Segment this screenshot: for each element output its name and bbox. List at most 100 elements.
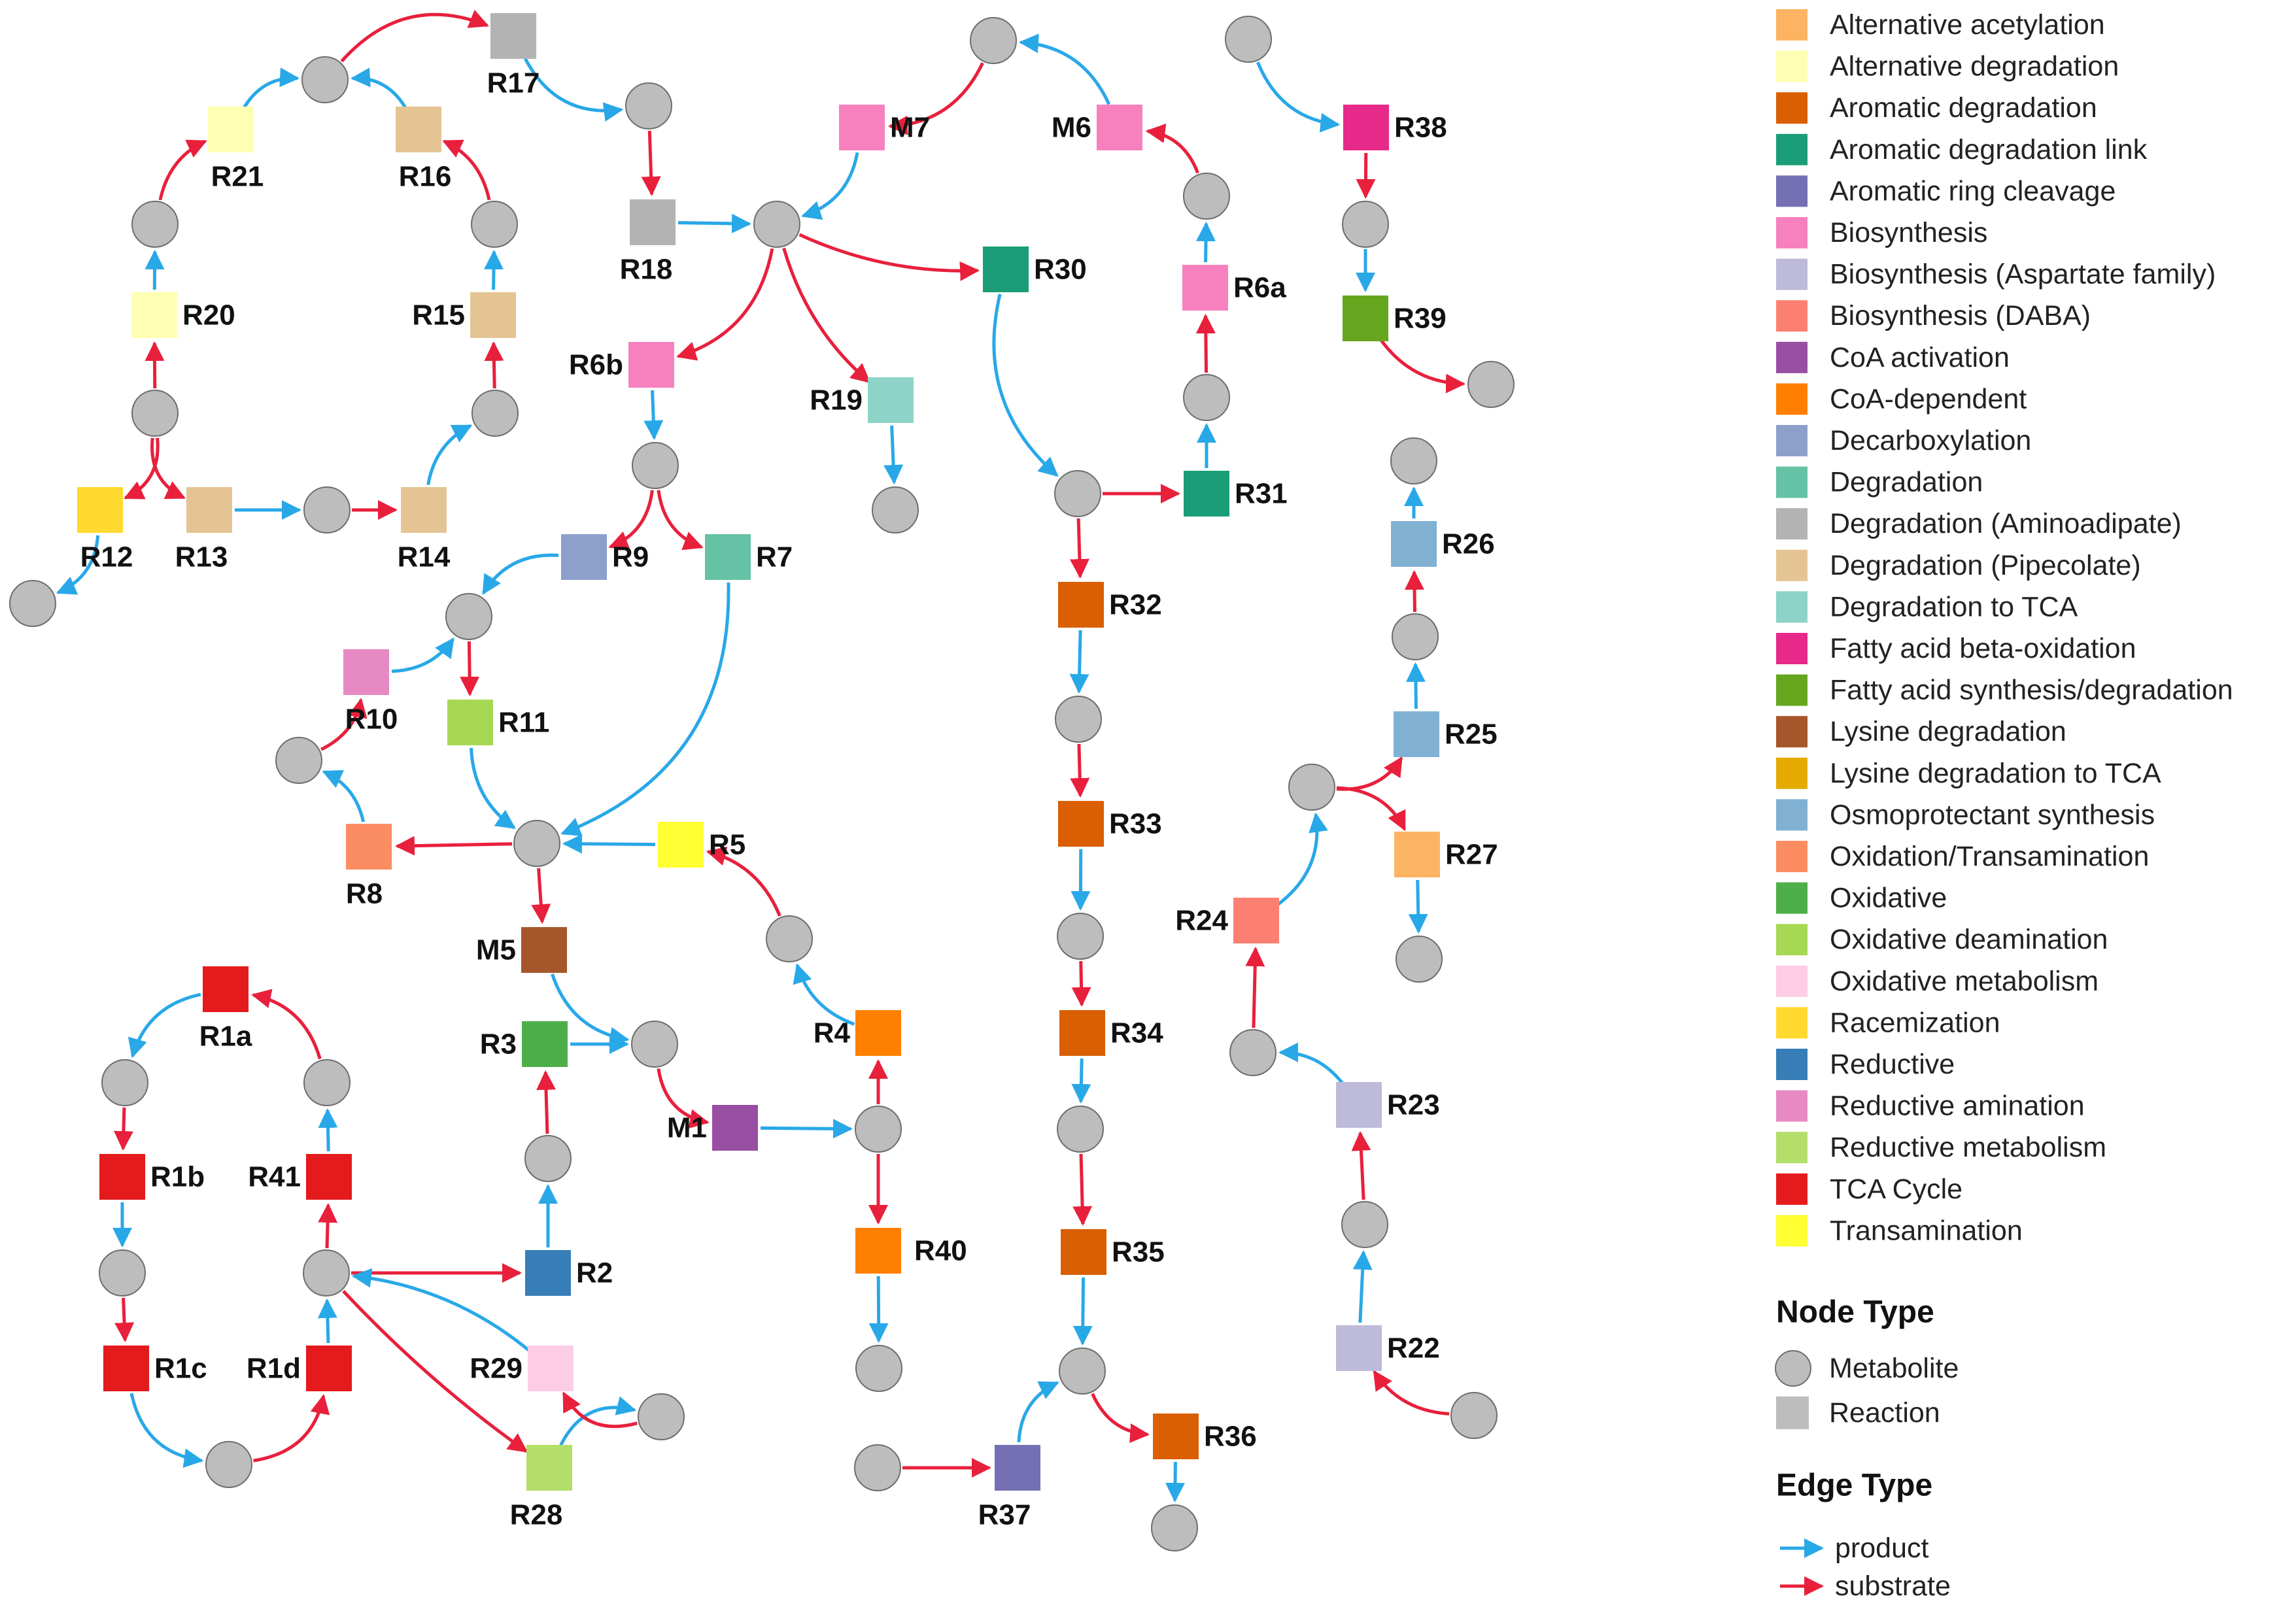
reaction-node-M5[interactable]: M5 <box>476 927 567 973</box>
reaction-node-R28[interactable]: R28 <box>510 1445 572 1531</box>
reaction-square[interactable] <box>1061 1229 1106 1275</box>
reaction-square[interactable] <box>186 487 232 533</box>
metabolite-node-m29[interactable] <box>205 1441 252 1488</box>
reaction-square[interactable] <box>1153 1414 1199 1459</box>
metabolite-node-m32[interactable] <box>1057 1106 1104 1153</box>
reaction-node-M6[interactable]: M6 <box>1052 105 1142 150</box>
reaction-node-R8[interactable]: R8 <box>346 824 392 910</box>
reaction-node-R11[interactable]: R11 <box>447 700 549 745</box>
reaction-node-R36[interactable]: R36 <box>1153 1414 1257 1459</box>
metabolite-node-m40[interactable] <box>1392 613 1439 660</box>
reaction-node-R4[interactable]: R4 <box>814 1010 901 1056</box>
reaction-node-R20[interactable]: R20 <box>131 292 235 338</box>
reaction-square[interactable] <box>628 342 674 388</box>
reaction-node-R29[interactable]: R29 <box>470 1346 574 1391</box>
reaction-square[interactable] <box>1394 832 1440 877</box>
reaction-node-R40[interactable]: R40 <box>855 1228 967 1274</box>
metabolite-node-m16[interactable] <box>445 593 492 640</box>
reaction-square[interactable] <box>1343 105 1389 150</box>
reaction-square[interactable] <box>1391 521 1437 567</box>
metabolite-node-m45[interactable] <box>1450 1392 1498 1439</box>
reaction-node-R5[interactable]: R5 <box>658 822 745 868</box>
reaction-square[interactable] <box>1394 711 1439 757</box>
reaction-square[interactable] <box>131 292 177 338</box>
reaction-square[interactable] <box>521 927 567 973</box>
reaction-node-R26[interactable]: R26 <box>1391 521 1495 567</box>
reaction-square[interactable] <box>868 377 914 423</box>
reaction-square[interactable] <box>103 1346 149 1391</box>
reaction-node-R37[interactable]: R37 <box>978 1445 1040 1531</box>
metabolite-node-m17[interactable] <box>513 820 560 867</box>
metabolite-node-m44[interactable] <box>1341 1201 1388 1248</box>
reaction-square[interactable] <box>203 966 248 1012</box>
reaction-node-R24[interactable]: R24 <box>1175 898 1279 943</box>
metabolite-node-m36[interactable] <box>1225 16 1272 63</box>
reaction-square[interactable] <box>396 107 441 152</box>
metabolite-node-m21[interactable] <box>855 1106 902 1153</box>
reaction-square[interactable] <box>526 1445 572 1491</box>
reaction-square[interactable] <box>855 1228 901 1274</box>
metabolite-node-m8[interactable] <box>303 486 351 534</box>
reaction-node-R27[interactable]: R27 <box>1394 832 1498 877</box>
metabolite-node-m19[interactable] <box>766 915 813 962</box>
reaction-square[interactable] <box>77 487 123 533</box>
metabolite-node-m23[interactable] <box>524 1135 572 1182</box>
metabolite-node-m12[interactable] <box>1183 374 1230 421</box>
reaction-node-R30[interactable]: R30 <box>983 246 1087 292</box>
reaction-node-R38[interactable]: R38 <box>1343 105 1447 150</box>
reaction-square[interactable] <box>658 822 704 868</box>
reaction-square[interactable] <box>712 1105 758 1151</box>
metabolite-node-m15[interactable] <box>632 442 679 489</box>
reaction-square[interactable] <box>1097 105 1142 150</box>
reaction-square[interactable] <box>346 824 392 870</box>
reaction-node-R33[interactable]: R33 <box>1058 801 1162 847</box>
reaction-square[interactable] <box>525 1250 571 1296</box>
metabolite-node-m4[interactable] <box>131 201 179 248</box>
metabolite-node-m14[interactable] <box>872 486 919 534</box>
reaction-node-R16[interactable]: R16 <box>396 107 451 193</box>
metabolite-node-m22[interactable] <box>855 1345 902 1392</box>
metabolite-node-m11[interactable] <box>1183 173 1230 220</box>
metabolite-node-m10[interactable] <box>970 17 1017 64</box>
reaction-node-R9[interactable]: R9 <box>561 534 649 580</box>
reaction-square[interactable] <box>1058 582 1104 628</box>
metabolite-node-m6[interactable] <box>471 201 518 248</box>
reaction-square[interactable] <box>306 1154 352 1200</box>
reaction-square[interactable] <box>1058 801 1104 847</box>
metabolite-node-m34[interactable] <box>1151 1504 1198 1551</box>
reaction-square[interactable] <box>306 1346 352 1391</box>
metabolite-node-m38[interactable] <box>1467 361 1515 408</box>
metabolite-node-m26[interactable] <box>303 1059 351 1106</box>
reaction-square[interactable] <box>343 649 389 695</box>
reaction-node-R35[interactable]: R35 <box>1061 1229 1165 1275</box>
metabolite-node-m24[interactable] <box>303 1249 350 1296</box>
metabolite-node-m25[interactable] <box>638 1393 685 1440</box>
reaction-node-R1c[interactable]: R1c <box>103 1346 207 1391</box>
reaction-node-R13[interactable]: R13 <box>175 487 232 573</box>
reaction-node-R39[interactable]: R39 <box>1343 296 1447 341</box>
metabolite-node-m33[interactable] <box>1059 1347 1106 1395</box>
reaction-node-R15[interactable]: R15 <box>412 292 516 338</box>
reaction-node-R23[interactable]: R23 <box>1336 1082 1440 1128</box>
reaction-node-R1a[interactable]: R1a <box>199 966 252 1053</box>
metabolite-node-m39[interactable] <box>1390 437 1437 484</box>
reaction-square[interactable] <box>528 1346 574 1391</box>
metabolite-node-m20[interactable] <box>631 1021 678 1068</box>
reaction-node-R10[interactable]: R10 <box>343 649 398 736</box>
reaction-node-R22[interactable]: R22 <box>1336 1325 1440 1371</box>
metabolite-node-m3[interactable] <box>753 201 800 248</box>
reaction-square[interactable] <box>561 534 607 580</box>
reaction-node-R17[interactable]: R17 <box>487 13 540 99</box>
reaction-square[interactable] <box>855 1010 901 1056</box>
reaction-square[interactable] <box>630 199 676 245</box>
metabolite-node-m27[interactable] <box>101 1059 148 1106</box>
metabolite-node-m2[interactable] <box>625 82 672 129</box>
reaction-square[interactable] <box>522 1021 568 1067</box>
reaction-node-R34[interactable]: R34 <box>1059 1010 1163 1056</box>
reaction-square[interactable] <box>401 487 447 533</box>
reaction-square[interactable] <box>208 107 254 152</box>
reaction-node-M7[interactable]: M7 <box>839 105 930 150</box>
reaction-node-R41[interactable]: R41 <box>248 1154 352 1200</box>
metabolite-node-m37[interactable] <box>1342 201 1389 248</box>
reaction-node-R32[interactable]: R32 <box>1058 582 1162 628</box>
